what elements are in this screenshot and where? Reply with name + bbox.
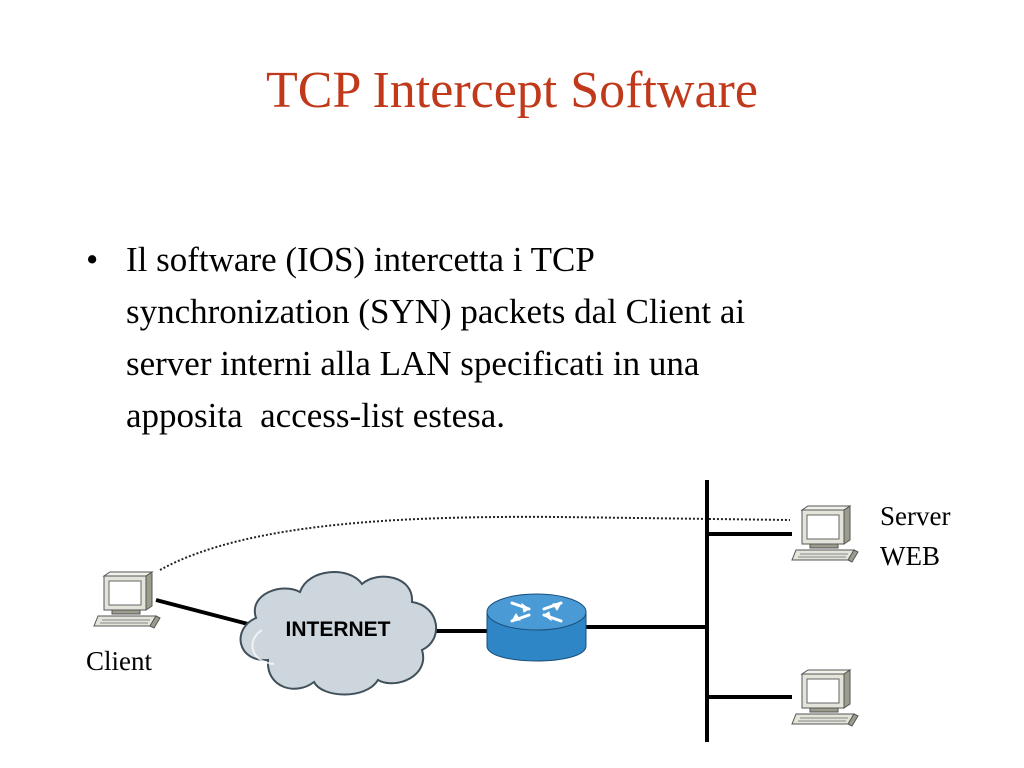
bullet-line: server interni alla LAN specificati in u… [126,344,700,383]
bullet-list: • Il software (IOS) intercetta i TCP syn… [86,234,966,442]
internet-label: INTERNET [285,618,391,641]
server-label-line2: WEB [880,541,940,571]
client-label: Client [86,646,152,676]
cloud-icon [239,571,438,696]
logical-connection-line [159,515,791,571]
bullet-line: synchronization (SYN) packets dal Client… [126,292,746,331]
bullet-item: • Il software (IOS) intercetta i TCP syn… [86,234,966,442]
slide-title: TCP Intercept Software [266,62,758,119]
bullet-line: Il software (IOS) intercetta i TCP [126,240,595,279]
server-computer-icon [791,669,859,727]
bullet-line: apposita access-list estesa. [126,396,506,435]
bullet-dot: • [86,240,99,279]
client-computer-icon [93,571,161,629]
client-link [155,598,249,626]
server-web-computer-icon [791,505,859,563]
server-label-line1: Server [880,501,951,531]
router-icon [486,593,587,662]
